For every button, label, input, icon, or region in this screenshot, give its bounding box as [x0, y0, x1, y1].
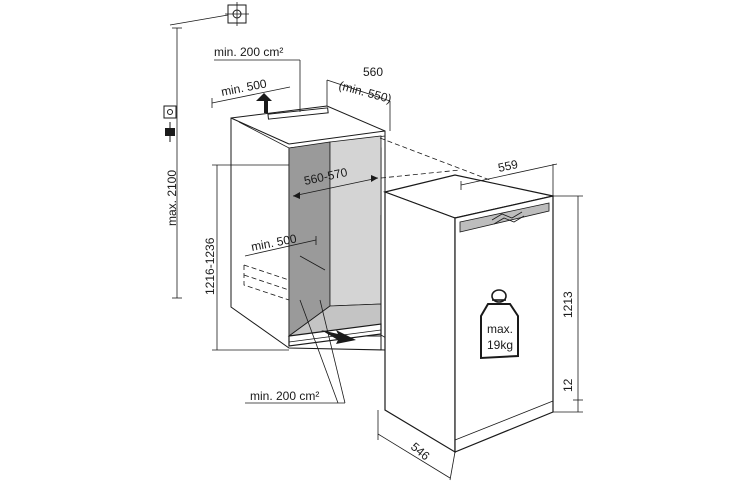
- weight-line2: 19kg: [487, 338, 513, 352]
- airflow-arrow-in-icon: [321, 330, 356, 344]
- appliance-depth-label: 546: [408, 440, 433, 464]
- top-depth-dimension: min. 500: [211, 76, 291, 108]
- wall-socket-icon: [163, 105, 177, 119]
- niche-height-label: 1216-1236: [203, 237, 217, 295]
- max-height-dimension: max. 2100: [165, 27, 182, 299]
- appliance-width-label: 559: [497, 157, 520, 175]
- appliance-height-label: 1213: [561, 291, 575, 318]
- vent-top-label: min. 200 cm²: [214, 45, 283, 59]
- weight-icon: max. 19kg: [480, 289, 519, 360]
- vent-bottom-label: min. 200 cm²: [250, 389, 319, 403]
- plinth-height-label: 12: [561, 378, 575, 392]
- plinth-height-dimension: 12: [553, 378, 583, 413]
- plug-icon: [165, 122, 175, 142]
- weight-line1: max.: [487, 322, 513, 336]
- airflow-arrow-up-icon: [256, 93, 272, 113]
- niche-depth-dimension: 560 (min. 550): [326, 65, 393, 131]
- ceiling-socket-icon: [225, 2, 249, 26]
- appliance-height-dimension: 1213: [553, 195, 583, 401]
- max-height-label: max. 2100: [165, 170, 179, 226]
- niche-depth-label: 560: [363, 65, 383, 79]
- appliance-width-dimension: 559: [460, 157, 558, 196]
- appliance-body: [382, 174, 554, 454]
- top-depth-label: min. 500: [220, 76, 268, 99]
- niche-cabinet: [230, 105, 386, 351]
- niche-height-dimension: 1216-1236: [203, 164, 289, 351]
- niche-depth-min-label: (min. 550): [337, 78, 393, 106]
- top-vent-slot: [267, 107, 329, 120]
